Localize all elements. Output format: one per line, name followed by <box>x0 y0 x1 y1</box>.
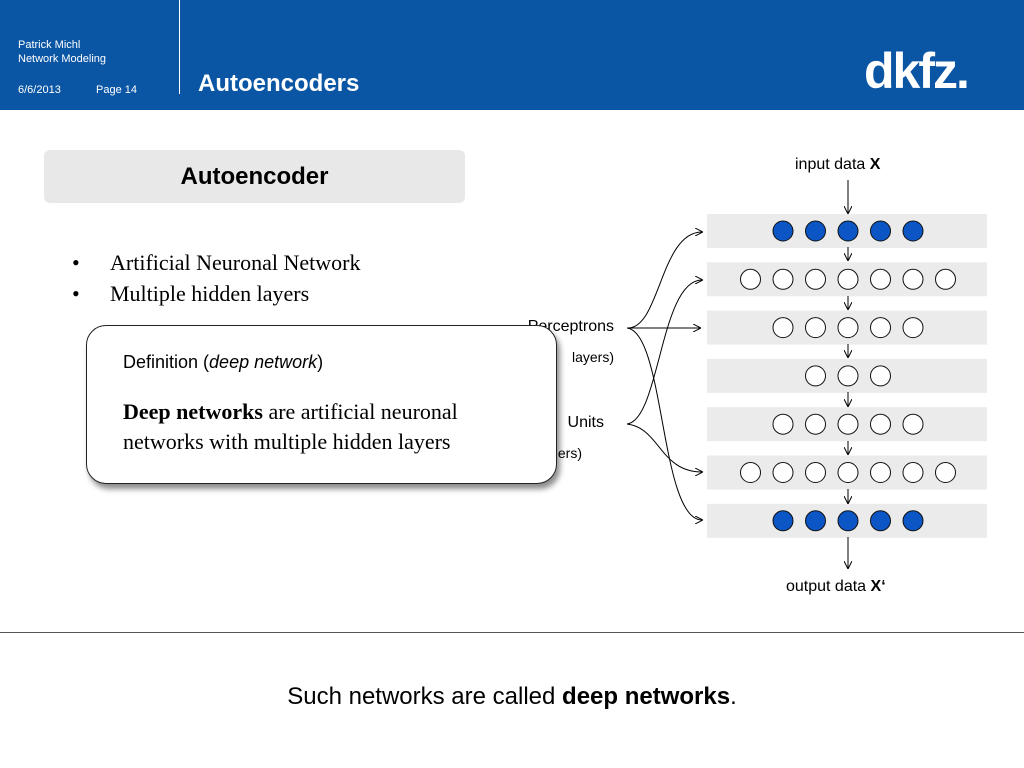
layers-label: layers) <box>571 349 614 365</box>
footer-divider <box>0 632 1024 633</box>
author-name: Patrick Michl <box>18 39 81 51</box>
hidden-unit-node <box>935 268 956 290</box>
hidden-unit-node <box>805 413 826 435</box>
bullet-list: •Artificial Neuronal Network •Multiple h… <box>72 247 360 309</box>
data-unit-node <box>902 510 924 532</box>
data-unit-node <box>772 510 794 532</box>
perceptrons-connector-bottom <box>626 327 702 520</box>
hidden-unit-node <box>902 268 924 290</box>
section-title: Autoencoder <box>180 163 329 190</box>
definition-callout: Definition (deep network) Deep networks … <box>86 325 557 484</box>
bullet-item: •Multiple hidden layers <box>72 281 310 306</box>
output-data-label: output data X‘ <box>786 578 886 595</box>
hidden-unit-node <box>805 317 826 339</box>
section-title-box: Autoencoder <box>44 150 465 203</box>
hidden-unit-node <box>870 462 891 483</box>
hidden-unit-node <box>870 365 891 387</box>
hidden-unit-node <box>837 317 859 339</box>
header-bar: Patrick Michl Network Modeling 6/6/2013 … <box>0 0 1024 110</box>
hidden-unit-node <box>740 462 761 483</box>
dkfz-logo: dkfz. <box>864 48 970 96</box>
svg-text:dkfz.: dkfz. <box>864 48 968 96</box>
hidden-unit-node <box>772 268 794 290</box>
definition-label: Definition (deep network) <box>123 352 324 372</box>
hidden-unit-node <box>935 462 956 483</box>
hidden-unit-node <box>902 413 924 435</box>
units-connector-top <box>626 280 702 425</box>
hidden-unit-node <box>902 462 924 483</box>
data-unit-node <box>837 510 859 532</box>
layers-label-2: ers) <box>557 445 582 461</box>
data-unit-node <box>902 220 924 242</box>
data-unit-node <box>870 510 891 532</box>
hidden-unit-node <box>837 365 859 387</box>
hidden-unit-node <box>870 317 891 339</box>
slide-title: Autoencoders <box>198 70 360 97</box>
units-connector-bottom <box>626 423 702 472</box>
header-divider <box>179 0 180 94</box>
hidden-unit-node <box>805 268 826 290</box>
data-unit-node <box>772 220 794 242</box>
hidden-unit-node <box>837 413 859 435</box>
hidden-unit-node <box>870 268 891 290</box>
hidden-unit-node <box>740 268 761 290</box>
hidden-unit-node <box>772 317 794 339</box>
units-label: Units <box>567 414 604 431</box>
definition-text: Deep networks are artificial neuronal ne… <box>123 399 458 454</box>
page-number: Page 14 <box>96 84 137 96</box>
hidden-unit-node <box>805 462 826 483</box>
input-data-label: input data X <box>795 156 881 173</box>
hidden-unit-node <box>805 365 826 387</box>
data-unit-node <box>870 220 891 242</box>
data-unit-node <box>805 220 826 242</box>
data-unit-node <box>805 510 826 532</box>
slide-date: 6/6/2013 <box>18 84 61 96</box>
hidden-unit-node <box>870 413 891 435</box>
hidden-unit-node <box>837 462 859 483</box>
author-info: Patrick Michl Network Modeling <box>18 38 106 66</box>
hidden-unit-node <box>837 268 859 290</box>
data-unit-node <box>837 220 859 242</box>
hidden-unit-node <box>902 317 924 339</box>
hidden-unit-node <box>772 413 794 435</box>
autoencoder-diagram <box>626 180 987 640</box>
hidden-unit-node <box>772 462 794 483</box>
talk-subtitle: Network Modeling <box>18 53 107 65</box>
bullet-item: •Artificial Neuronal Network <box>72 250 361 275</box>
perceptrons-connector-top <box>626 232 702 329</box>
conclusion-text: Such networks are called deep networks. <box>287 683 737 710</box>
